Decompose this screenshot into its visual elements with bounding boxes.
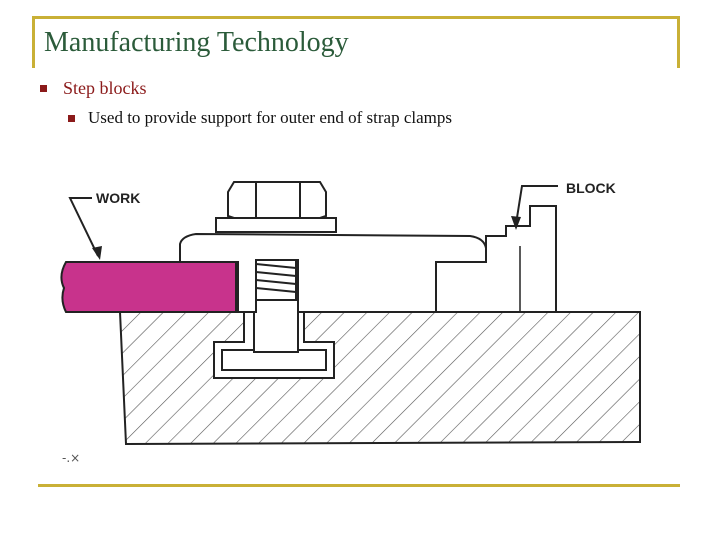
block-label-group: BLOCK (511, 180, 616, 230)
slide-frame-right (677, 16, 680, 68)
bullet-step-blocks: Step blocks (40, 78, 147, 99)
scan-mark: -.× (62, 451, 80, 464)
sub-bullet-text: Used to provide support for outer end of… (88, 108, 452, 127)
work-label: WORK (96, 190, 140, 206)
washer (215, 217, 337, 233)
sub-bullet-support: Used to provide support for outer end of… (68, 108, 452, 128)
block-label: BLOCK (566, 180, 616, 196)
step-block (435, 205, 557, 313)
square-bullet-icon (40, 85, 47, 92)
work-label-group: WORK (68, 190, 140, 260)
work-piece (60, 261, 237, 313)
step-block-clamp-figure: WORK BLOCK -.× (60, 180, 641, 464)
slide-title: Manufacturing Technology (44, 27, 349, 58)
slide-frame-bottom (38, 484, 680, 487)
bullet-text: Step blocks (63, 78, 147, 98)
square-bullet-icon (68, 114, 75, 122)
slide-frame-top (32, 16, 680, 19)
slide-frame-left (32, 16, 35, 68)
strap-clamp (179, 232, 487, 313)
machine-table (118, 311, 641, 446)
hex-nut (227, 181, 327, 219)
